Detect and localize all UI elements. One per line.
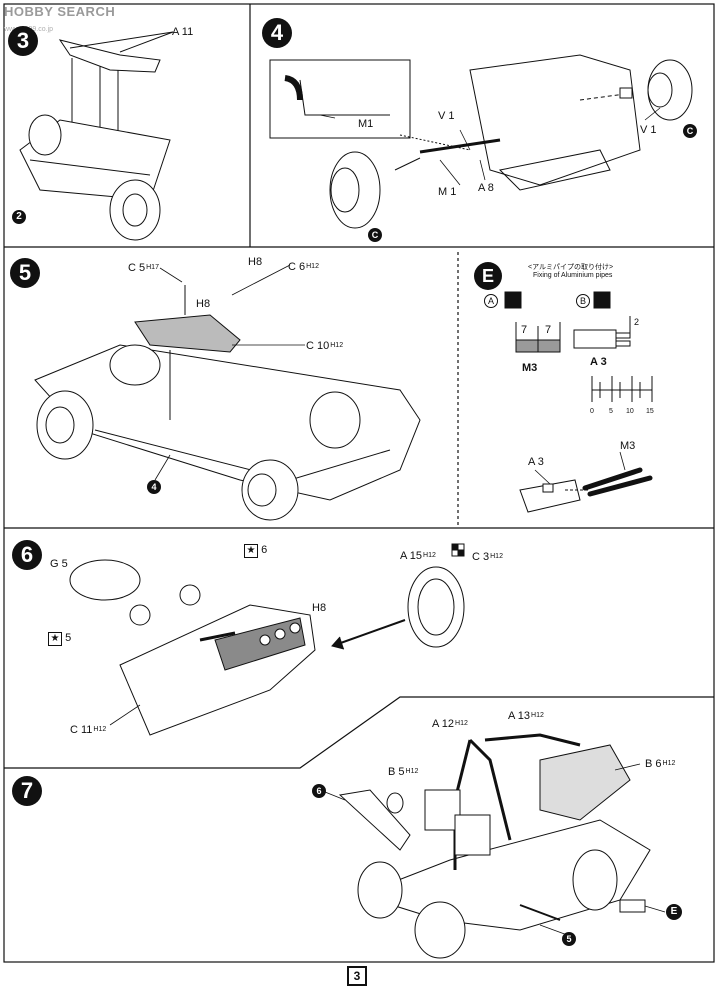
step-3-badge: 3 [8,26,38,56]
part-label-g5: G 5 [50,558,68,570]
part-label-b6: B 6H12 [645,758,676,770]
part-label-h8-mid: H8 [196,298,211,310]
part-label-m1-top: M1 [358,118,374,130]
part-label-b5: B 5H12 [388,766,419,778]
scale-15: 15 [646,408,654,415]
step-7-badge: 7 [12,776,42,806]
part-label-v1-right: V 1 [640,124,657,136]
scale-0: 0 [590,408,594,415]
part-label-m3-bottom: M3 [620,440,636,452]
dim-2: 2 [634,317,640,327]
part-label-m1-bottom: M 1 [438,186,457,198]
ref-2-badge: 2 [12,210,26,224]
step7-drawing [338,733,651,959]
part-label-c6: C 6H12 [288,261,319,273]
part-label-c3: C 3H12 [472,551,503,563]
dim-7-right: 7 [545,324,552,336]
part-label-m3: M3 [522,362,538,374]
step4-drawing [269,54,693,229]
part-label-a15: A 15H12 [400,550,436,562]
step3-drawing [19,31,174,241]
dim-7-left: 7 [521,324,528,336]
decal-5-label: ★ 5 [48,632,71,646]
marker-c-left: C [368,228,382,242]
star-icon: ★ [48,632,62,646]
part-label-a11: A 11 [172,26,194,38]
part-label-a3: A 3 [590,356,607,368]
scale-5: 5 [609,408,613,415]
part-label-a12: A 12H12 [432,718,468,730]
option-b-marker: B [576,294,590,308]
option-a-marker: A [484,294,498,308]
panel-borders [3,3,715,963]
aluminium-title-en: Fixing of Aluminium pipes [533,272,613,279]
part-label-c5: C 5H17 [128,262,159,274]
scale-10: 10 [626,408,634,415]
step-4-badge: 4 [262,18,292,48]
part-label-h8: H8 [312,602,327,614]
part-label-v1-left: V 1 [438,110,455,122]
ref-5-badge: 5 [562,932,576,946]
star-icon: ★ [244,544,258,558]
part-label-a8: A 8 [478,182,494,194]
leader-lines [109,107,666,937]
step-6-badge: 6 [12,540,42,570]
ref-6-badge: 6 [312,784,326,798]
step-5-badge: 5 [10,258,40,288]
decal-6-label: ★ 6 [244,544,267,558]
aluminium-title-jp: <アルミパイプの取り付け> [528,264,614,271]
watermark-brand: HOBBY SEARCH [4,4,116,19]
ref-e-badge: E [666,904,682,920]
part-label-c10: C 10H12 [306,340,344,352]
part-label-a13: A 13H12 [508,710,544,722]
stepE-drawing [504,291,653,513]
step5-drawing [34,285,421,521]
part-label-a3-bottom: A 3 [528,456,544,468]
marker-c-right: C [683,124,697,138]
part-label-c11: C 11H12 [70,724,107,736]
ref-4-badge: 4 [147,480,161,494]
step-e-badge: E [474,262,502,290]
part-label-h8-top: H8 [248,256,263,268]
step6-drawing [69,543,465,736]
page-number: 3 [347,966,367,986]
